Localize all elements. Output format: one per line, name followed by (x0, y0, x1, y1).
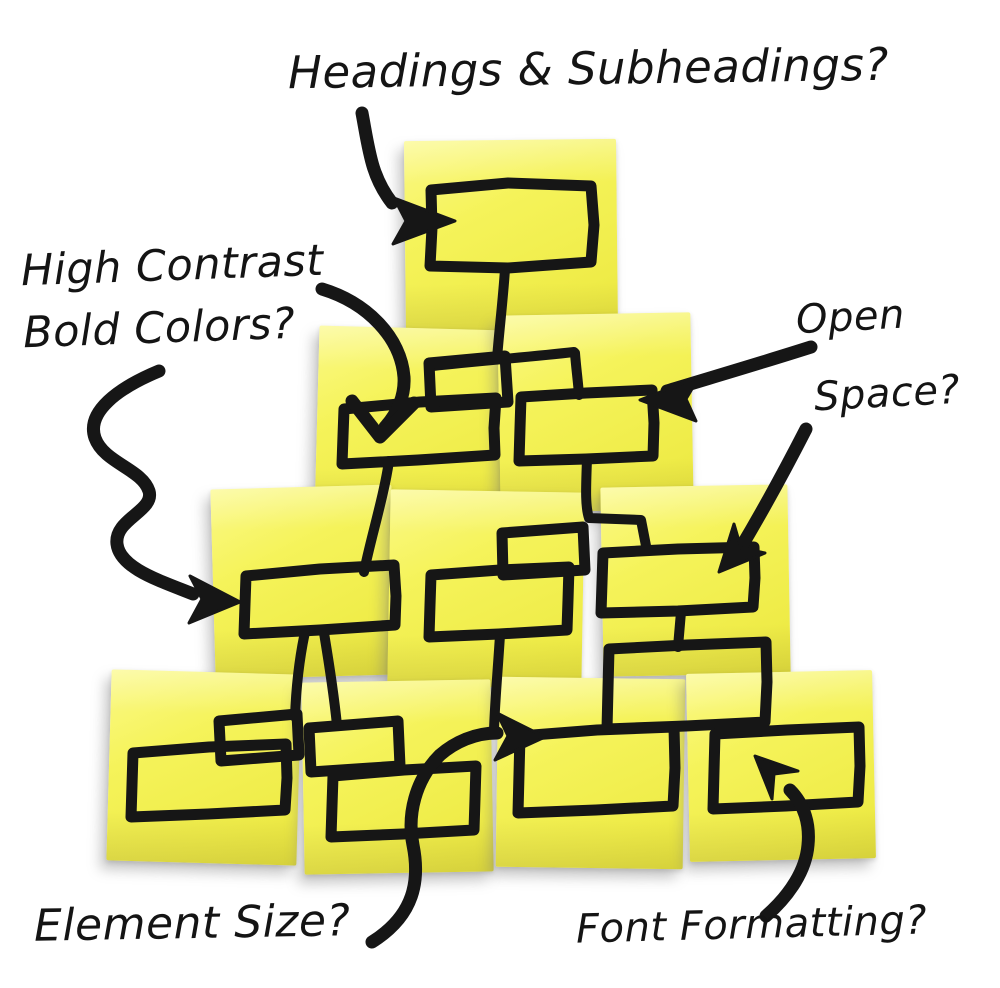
annotation-element-size: Element Size? (34, 895, 351, 952)
arrow-contrast-wavy (87, 364, 200, 601)
sticky-note-row4-4 (686, 670, 876, 862)
annotation-open-line1: Open (794, 291, 906, 344)
annotation-open-space: Open Space? (794, 291, 962, 421)
annotation-font-formatting-text: Font Formatting? (575, 897, 928, 953)
annotation-contrast-line1: High Contrast (20, 235, 325, 297)
sticky-note-row2-right (497, 312, 694, 513)
sticky-note-row3-right (600, 484, 791, 677)
sticky-note-row4-3 (495, 676, 686, 870)
annotation-element-size-text: Element Size? (33, 895, 351, 952)
annotation-contrast: High Contrast Bold Colors? (20, 231, 327, 365)
annotation-headings-text: Headings & Subheadings? (287, 37, 890, 100)
annotation-font-formatting: Font Formatting? (575, 897, 927, 952)
sticky-note-row4-1 (106, 669, 302, 866)
annotation-headings: Headings & Subheadings? (288, 38, 889, 99)
annotation-open-line2: Space? (812, 366, 962, 421)
sticky-note-row3-middle (387, 489, 585, 689)
sticky-note-row4-2 (301, 679, 494, 875)
annotation-contrast-line2: Bold Colors? (22, 298, 297, 359)
arrow-headings (355, 106, 399, 210)
sticky-note-top (403, 138, 619, 336)
sticky-note-row3-left (210, 484, 397, 680)
